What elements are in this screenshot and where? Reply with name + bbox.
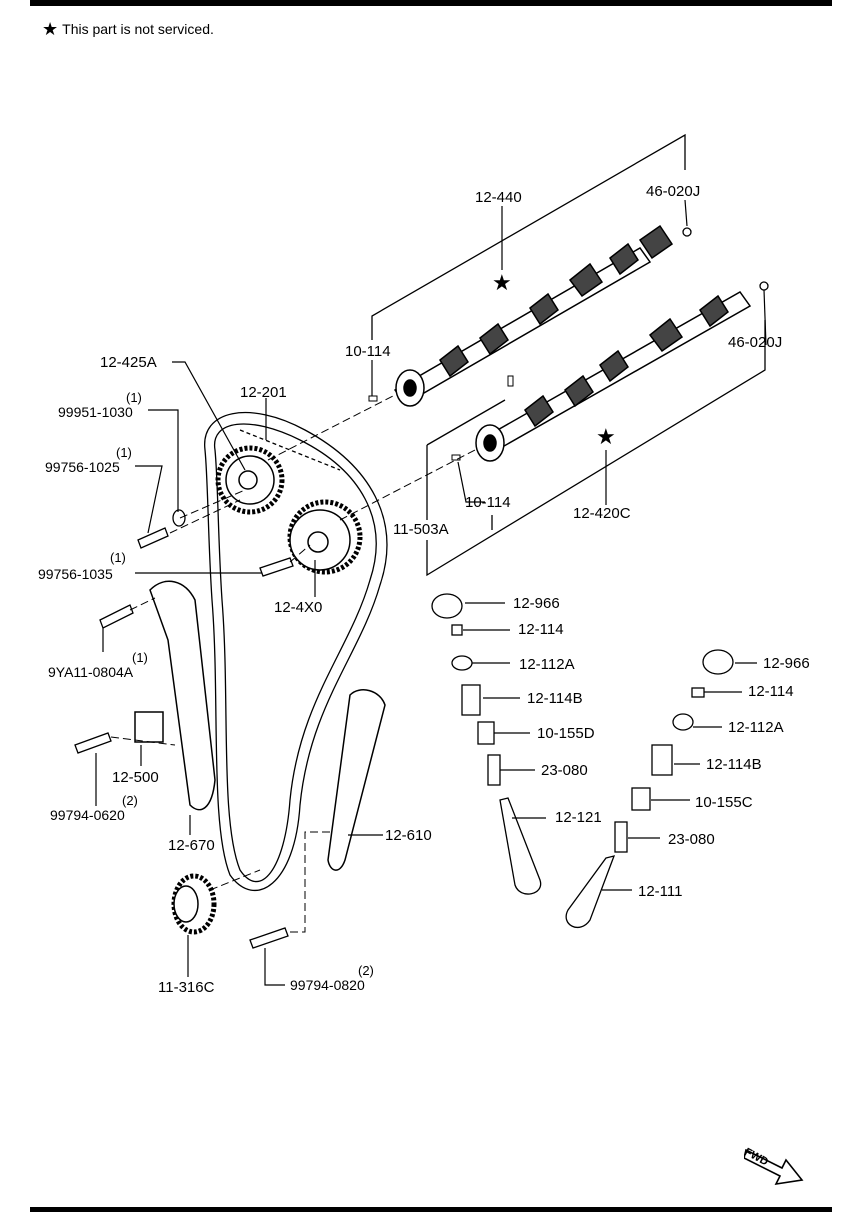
crank-sprocket-11-316C (171, 873, 217, 935)
label-99794-0820: 99794-0820 (290, 977, 365, 993)
chain-guide-12-610 (327, 689, 386, 871)
note-text: This part is not serviced. (62, 21, 214, 37)
label-12-114-b: 12-114 (748, 683, 794, 700)
label-99794-0620: 99794-0620 (50, 807, 125, 823)
label-12-966-b: 12-966 (763, 655, 810, 672)
pin-46-020J-top (682, 227, 692, 237)
qty-99756-1025: (1) (116, 445, 132, 460)
retainer-12-112A-a (451, 655, 473, 671)
label-10-155D: 10-155D (537, 725, 595, 742)
guide-23-080-a (487, 754, 501, 786)
label-11-503A: 11-503A (393, 521, 449, 538)
qty-99756-1035: (1) (110, 550, 126, 565)
label-10-114-mid: 10-114 (465, 494, 511, 511)
chain-tensioner-12-500 (134, 711, 164, 743)
bolt-99794-0620 (74, 732, 112, 754)
label-10-155C: 10-155C (695, 794, 753, 811)
label-23-080-a: 23-080 (541, 762, 588, 779)
label-12-121: 12-121 (555, 809, 602, 826)
bracket-12-440 (371, 133, 686, 340)
label-12-112A-b: 12-112A (728, 719, 784, 736)
label-99756-1035: 99756-1035 (38, 566, 113, 582)
qty-99794-0820: (2) (358, 963, 374, 978)
label-12-114B-a: 12-114B (527, 690, 583, 707)
qty-99951-1030: (1) (126, 390, 142, 405)
star-icon: ★ (596, 425, 616, 450)
label-12-425A: 12-425A (100, 354, 157, 371)
label-12-114-a: 12-114 (518, 621, 564, 638)
vvt-gear-12-4X0 (287, 499, 363, 575)
label-12-4X0: 12-4X0 (274, 599, 323, 616)
label-12-114B-b: 12-114B (706, 756, 762, 773)
sprocket-12-425A (215, 445, 285, 515)
label-12-670: 12-670 (168, 837, 215, 854)
forward-arrow-icon (744, 1148, 804, 1186)
keeper-12-114-b (691, 687, 705, 698)
camshaft-12-420C (475, 291, 752, 462)
dowel-10-114-mid (451, 454, 461, 461)
valve-12-121 (499, 797, 542, 895)
keeper-12-114-a (451, 624, 463, 636)
label-99756-1025: 99756-1025 (45, 459, 120, 475)
label-12-966-a: 12-966 (513, 595, 560, 612)
label-12-112A-a: 12-112A (519, 656, 575, 673)
retainer-12-112A-b (672, 713, 694, 731)
spring-12-114B-b (651, 744, 673, 776)
label-10-114-top: 10-114 (345, 343, 391, 360)
seal-10-155D (477, 721, 495, 745)
bolt-9YA11-0804A (99, 604, 134, 629)
label-9YA11-0804A: 9YA11-0804A (48, 664, 134, 680)
label-12-201: 12-201 (240, 384, 287, 401)
not-serviced-note: ★ This part is not serviced. (42, 20, 214, 38)
timing-chain-12-201 (204, 411, 388, 892)
label-12-111: 12-111 (638, 883, 683, 900)
valve-12-111 (565, 855, 616, 929)
pin-46-020J-right (759, 281, 769, 291)
bolt-99794-0820 (249, 927, 289, 949)
bolt-99756-1025 (137, 527, 169, 549)
camshaft-12-440 (393, 224, 674, 407)
qty-99794-0620: (2) (122, 793, 138, 808)
qty-9YA11-0804A: (1) (132, 650, 148, 665)
label-12-500: 12-500 (112, 769, 159, 786)
bolt-99756-1035 (259, 557, 294, 577)
label-12-440: 12-440 (475, 189, 522, 206)
dowel-10-114-top (368, 395, 378, 402)
bracket-12-420C (426, 320, 766, 577)
label-99951-1030: 99951-1030 (58, 404, 133, 420)
guide-23-080-b (614, 821, 628, 853)
star-icon: ★ (42, 19, 59, 39)
label-12-420C: 12-420C (573, 505, 631, 522)
top-border (30, 0, 832, 6)
star-icon: ★ (492, 271, 512, 296)
tappet-12-966-b (702, 649, 734, 675)
label-23-080-b: 23-080 (668, 831, 715, 848)
seal-10-155C (631, 787, 651, 811)
spring-12-114B-a (461, 684, 481, 716)
label-46-020J-right: 46-020J (728, 334, 783, 351)
tensioner-arm-12-670 (149, 580, 216, 811)
label-12-610: 12-610 (385, 827, 432, 844)
label-11-316C: 11-316C (158, 979, 215, 996)
label-46-020J-top: 46-020J (646, 183, 701, 200)
tappet-12-966-a (431, 593, 463, 619)
bottom-border (30, 1207, 832, 1212)
washer-99951-1030 (172, 509, 186, 527)
